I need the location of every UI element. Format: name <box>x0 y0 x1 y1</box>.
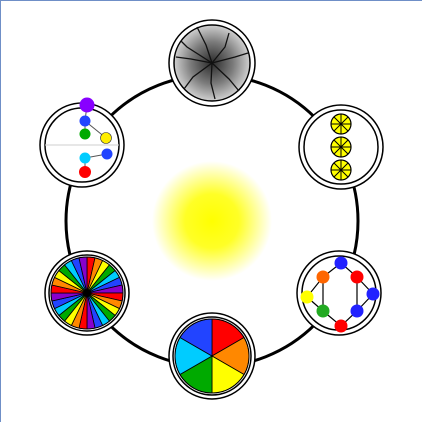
yellow-wheel <box>330 159 352 181</box>
three-yellow-wheels-disc[interactable] <box>298 104 384 190</box>
dot <box>300 290 314 304</box>
gray-cracked-disc[interactable] <box>168 19 256 107</box>
dot <box>350 270 364 284</box>
dot <box>334 319 348 333</box>
dot <box>101 148 113 160</box>
yellow-wheel <box>330 113 352 135</box>
yellow-wheel <box>330 136 352 158</box>
crack-lines <box>175 26 249 100</box>
dot <box>79 115 91 127</box>
dot <box>316 304 330 318</box>
colored-dot-tree-disc[interactable] <box>39 97 125 188</box>
dot <box>100 132 112 144</box>
dot <box>334 256 348 270</box>
dot <box>79 128 91 140</box>
dot <box>79 97 95 113</box>
dot <box>79 166 91 178</box>
dot <box>350 304 364 318</box>
many-color-pie-disc[interactable] <box>44 250 130 336</box>
center-glow <box>152 161 272 281</box>
six-color-pie-disc[interactable] <box>168 312 256 400</box>
dot <box>366 287 380 301</box>
dot <box>316 270 330 284</box>
dot <box>79 152 91 164</box>
colored-dot-ring-disc[interactable] <box>296 250 382 336</box>
